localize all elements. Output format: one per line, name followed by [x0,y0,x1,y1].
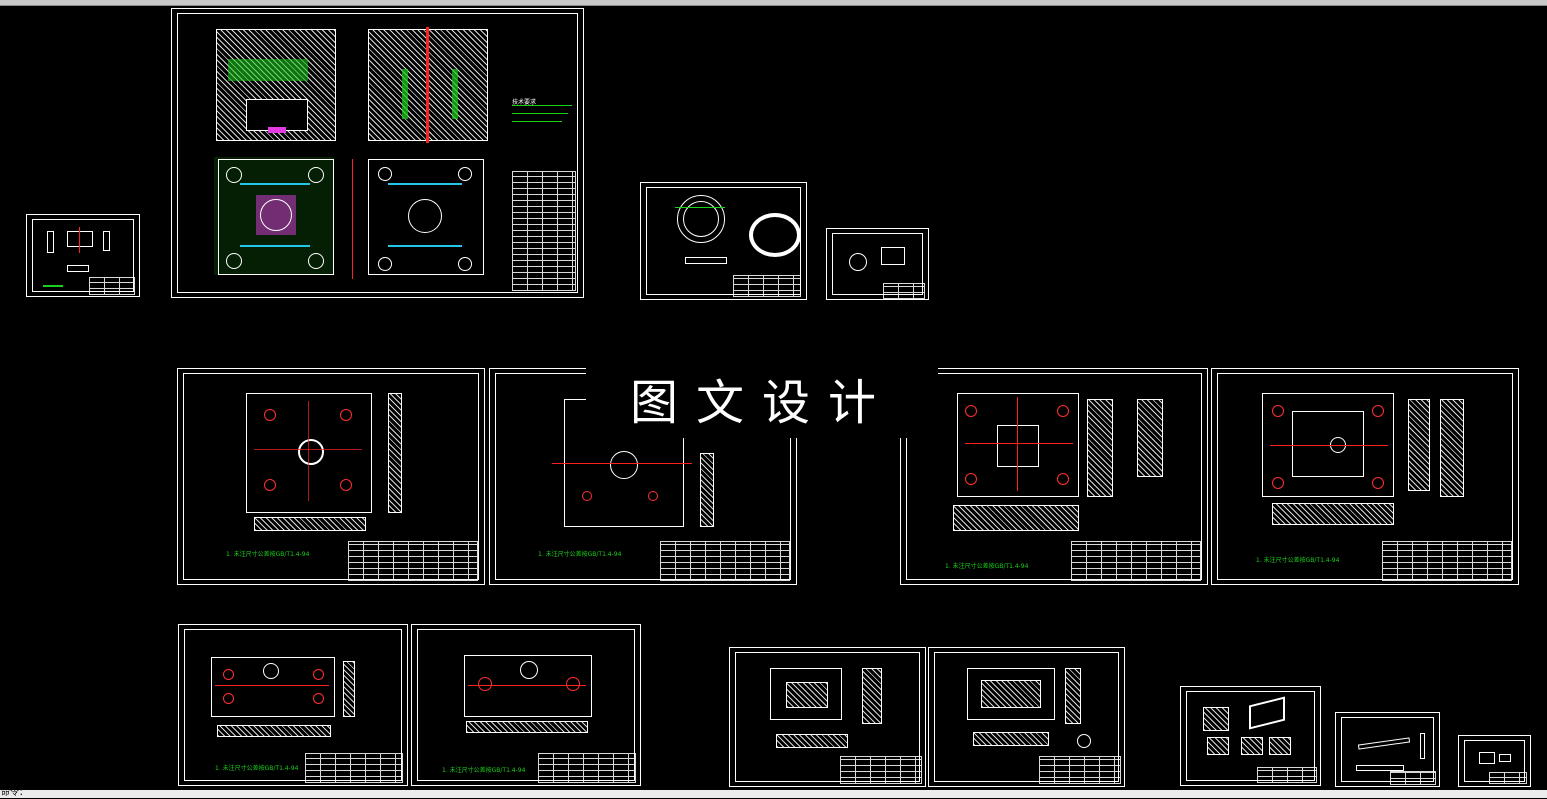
cad-model-space[interactable]: 技术要求 1. 未注尺寸公差按GB/T1.4-94 [0,6,1547,790]
watermark-text: 图文设计 [586,368,938,438]
drawing-sheet-clamp-plate[interactable]: 1. 未注尺寸公差按GB/T1.4-94 [177,368,485,585]
drawing-sheet-ejector-plate[interactable]: 1. 未注尺寸公差按GB/T1.4-94 [411,624,641,786]
drawing-sheet-assembly[interactable]: 技术要求 [171,8,584,298]
assembly-tech-note: 技术要求 [512,99,537,106]
clamp-plate-note: 1. 未注尺寸公差按GB/T1.4-94 [226,551,310,558]
ejector-plate-note: 1. 未注尺寸公差按GB/T1.4-94 [442,767,526,774]
drawing-sheet-insert-a[interactable] [729,647,926,787]
drawing-sheet-small-right[interactable] [1458,735,1531,787]
drawing-sheet-cavity-plate[interactable]: 1. 未注尺寸公差按GB/T1.4-94 [900,368,1208,585]
cavity-plate-note: 1. 未注尺寸公差按GB/T1.4-94 [945,563,1029,570]
drawing-sheet-product[interactable] [1180,686,1321,786]
support-plate-note: 1. 未注尺寸公差按GB/T1.4-94 [215,765,299,772]
sprue-plate-note: 1. 未注尺寸公差按GB/T1.4-94 [538,551,622,558]
drawing-sheet-sprue-plate[interactable]: 1. 未注尺寸公差按GB/T1.4-94 [489,368,797,585]
drawing-sheet-ring[interactable] [640,182,807,300]
drawing-sheet-pin[interactable] [1335,712,1440,787]
drawing-sheet-core-plate[interactable]: 1. 未注尺寸公差按GB/T1.4-94 [1211,368,1519,585]
core-plate-note: 1. 未注尺寸公差按GB/T1.4-94 [1256,557,1340,564]
top-window-bar [0,0,1547,6]
command-line-text[interactable]: 命令： [1,788,29,798]
drawing-sheet-insert-b[interactable] [928,647,1125,787]
drawing-sheet-support-plate[interactable]: 1. 未注尺寸公差按GB/T1.4-94 [178,624,408,786]
drawing-sheet-small-left[interactable] [26,214,140,297]
drawing-sheet-small-mid[interactable] [826,228,929,300]
status-bar: 命令： [0,788,1547,798]
